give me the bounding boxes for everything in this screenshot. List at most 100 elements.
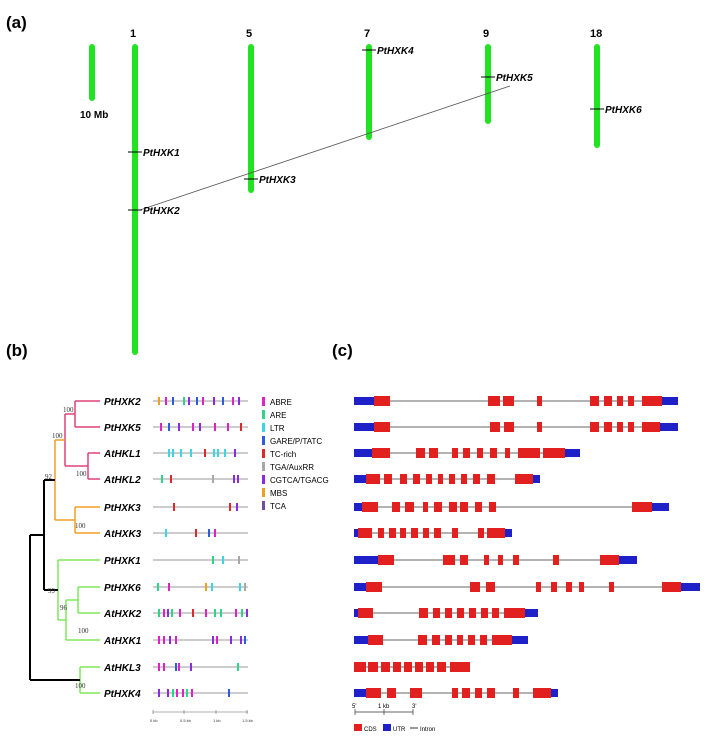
legend-label: TC-rich: [270, 450, 296, 459]
cis-element-mark: [167, 689, 169, 697]
cis-element-mark: [158, 397, 160, 405]
gene-marker-pthxk1: PtHXK1: [128, 148, 180, 159]
utr-block: [354, 583, 366, 591]
cis-element-mark: [157, 583, 159, 591]
cis-element-mark: [230, 636, 232, 644]
cis-element-mark: [178, 423, 180, 431]
cis-element-mark: [163, 663, 165, 671]
cis-element-mark: [234, 449, 236, 457]
cis-element-mark: [222, 397, 224, 405]
cds-block: [443, 555, 455, 565]
cds-block: [513, 555, 519, 565]
cds-block: [416, 448, 425, 458]
svg-text:PtHXK6: PtHXK6: [605, 105, 642, 116]
bootstrap-value: 100: [52, 432, 63, 440]
cds-block: [490, 448, 497, 458]
cds-block: [487, 474, 495, 484]
utr-block: [512, 636, 528, 644]
cis-element-mark: [171, 609, 173, 617]
chromosome-1: 1: [130, 28, 138, 355]
utr-block: [354, 689, 366, 697]
cis-element-mark: [196, 397, 198, 405]
cis-element-mark: [188, 397, 190, 405]
cds-block: [486, 582, 495, 592]
cds-block: [533, 688, 551, 698]
bootstrap-value: 100: [76, 470, 87, 478]
cds-block: [434, 528, 441, 538]
utr-block: [354, 423, 374, 431]
cds-block: [579, 582, 584, 592]
cis-element-mark: [204, 449, 206, 457]
cds-block: [362, 502, 378, 512]
cis-element-mark: [158, 663, 160, 671]
cis-element-mark: [199, 423, 201, 431]
cis-element-mark: [214, 423, 216, 431]
taxon-label: PtHXK6: [104, 583, 141, 594]
cds-block: [489, 502, 496, 512]
cis-element-mark: [222, 556, 224, 564]
cis-element-mark: [229, 503, 231, 511]
taxon-label: AtHKL3: [103, 663, 141, 674]
svg-text:PtHXK5: PtHXK5: [496, 73, 533, 84]
cis-element-mark: [195, 529, 197, 537]
taxon-label: PtHXK1: [104, 556, 141, 567]
cis-element-mark: [213, 449, 215, 457]
cis-element-mark: [246, 609, 248, 617]
cis-element-mark: [238, 397, 240, 405]
cds-block: [410, 688, 422, 698]
cds-block: [490, 422, 500, 432]
gene-marker-pthxk3: PtHXK3: [244, 175, 296, 186]
cds-block: [463, 448, 470, 458]
cds-block: [418, 635, 427, 645]
cis-element-mark: [211, 583, 213, 591]
legend-label: ARE: [270, 411, 286, 420]
cis-element-mark: [165, 529, 167, 537]
cis-element-mark: [240, 423, 242, 431]
cis-element-mark: [158, 689, 160, 697]
utr-block: [619, 556, 637, 564]
cis-element-mark: [208, 529, 210, 537]
utr-block: [354, 397, 374, 405]
taxon-label: AtHXK1: [103, 636, 142, 647]
cds-block: [477, 448, 483, 458]
taxon-label: AtHXK2: [103, 609, 142, 620]
utr-block: [354, 475, 366, 483]
cds-block: [378, 555, 394, 565]
cis-element-mark: [172, 397, 174, 405]
utr-block: [681, 583, 700, 591]
panel-a-label: (a): [6, 13, 27, 32]
utr-block: [533, 475, 540, 483]
utr-block: [658, 397, 678, 405]
cis-element-mark: [173, 503, 175, 511]
axis-tick-label: 1.5 kb: [242, 718, 254, 723]
cds-block: [434, 502, 442, 512]
gene-marker-pthxk2: PtHXK2: [128, 206, 180, 217]
cis-element-mark: [161, 475, 163, 483]
cds-block: [452, 688, 458, 698]
cds-block: [617, 396, 623, 406]
promoter-tracks: [153, 397, 248, 697]
cds-block: [374, 422, 390, 432]
utr-block: [505, 529, 512, 537]
svg-text:PtHXK2: PtHXK2: [143, 206, 180, 217]
cds-block: [488, 396, 500, 406]
cds-block: [604, 422, 612, 432]
svg-text:PtHXK3: PtHXK3: [259, 175, 296, 186]
cds-block: [628, 396, 634, 406]
cds-block: [537, 422, 542, 432]
cds-block: [492, 608, 499, 618]
cds-block: [429, 448, 438, 458]
cds-block: [432, 635, 440, 645]
cds-block: [492, 635, 512, 645]
chromosome-5: 5: [246, 28, 254, 193]
cds-block: [384, 474, 392, 484]
cds-block: [445, 608, 452, 618]
taxon-label: AtHKL2: [103, 475, 141, 486]
cds-block: [551, 582, 557, 592]
cis-element-mark: [241, 609, 243, 617]
cds-block: [503, 396, 514, 406]
cds-block: [366, 474, 380, 484]
utr-block: [652, 503, 669, 511]
chromosome-7: 7: [364, 28, 372, 140]
cds-block: [372, 448, 390, 458]
